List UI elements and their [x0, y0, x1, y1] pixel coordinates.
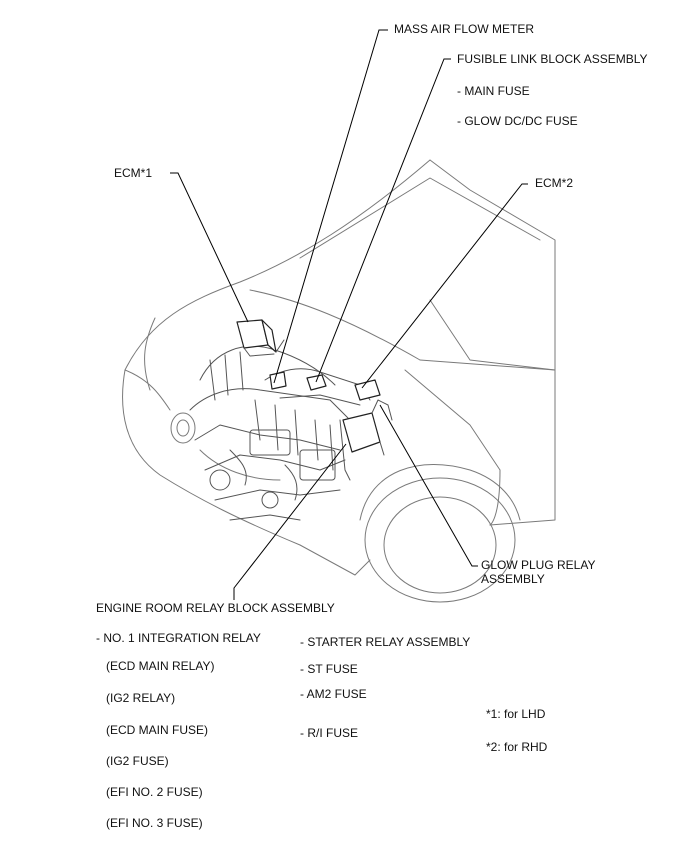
label-am2-fuse: - AM2 FUSE [300, 687, 367, 701]
leader-mass-air-flow [273, 29, 388, 384]
ecm-rhd-component [354, 379, 381, 401]
front-wheel [359, 463, 521, 603]
label-engine-room-relay-block: ENGINE ROOM RELAY BLOCK ASSEMBLY [96, 601, 335, 615]
label-ri-fuse: - R/I FUSE [300, 726, 359, 740]
engine-room-relay-block-component [342, 399, 393, 456]
label-st-fuse: - ST FUSE [300, 662, 358, 676]
label-glow-plug-relay-1: GLOW PLUG RELAY [481, 558, 596, 572]
label-ecd-main-relay: (ECD MAIN RELAY) [106, 659, 215, 673]
leader-lines [170, 29, 528, 600]
label-glow-dcdc-fuse: - GLOW DC/DC FUSE [457, 114, 578, 128]
leader-fusible-link [315, 58, 451, 383]
label-starter-relay: - STARTER RELAY ASSEMBLY [300, 635, 471, 649]
label-efi-no2-fuse: (EFI NO. 2 FUSE) [106, 785, 203, 799]
engine-assembly [189, 345, 371, 521]
label-ig2-fuse: (IG2 FUSE) [106, 754, 169, 768]
leader-ecm1 [170, 172, 249, 323]
car-body [122, 159, 556, 576]
label-ecd-main-fuse: (ECD MAIN FUSE) [106, 723, 208, 737]
note-rhd: *2: for RHD [486, 740, 548, 754]
headlight [170, 412, 196, 444]
label-glow-plug-relay-2: ASSEMBLY [481, 572, 545, 586]
label-ecm1: ECM*1 [114, 166, 153, 180]
label-main-fuse: - MAIN FUSE [457, 84, 530, 98]
note-lhd: *1: for LHD [486, 707, 546, 721]
leader-engine-room-relay [233, 443, 347, 600]
label-mass-air-flow-meter: MASS AIR FLOW METER [394, 22, 535, 36]
label-ig2-relay: (IG2 RELAY) [106, 691, 176, 705]
label-ecm2: ECM*2 [535, 176, 574, 190]
leader-glow-plug-relay [379, 404, 478, 567]
ecm-lhd-component [236, 319, 285, 357]
label-efi-no3-fuse: (EFI NO. 3 FUSE) [106, 816, 203, 830]
label-fusible-link-block: FUSIBLE LINK BLOCK ASSEMBLY [457, 52, 648, 66]
mass-air-flow-meter-component [269, 371, 287, 390]
fusible-link-block-component [306, 374, 327, 391]
leader-ecm2 [361, 183, 528, 389]
label-no1-integration-relay: - NO. 1 INTEGRATION RELAY [96, 631, 261, 645]
